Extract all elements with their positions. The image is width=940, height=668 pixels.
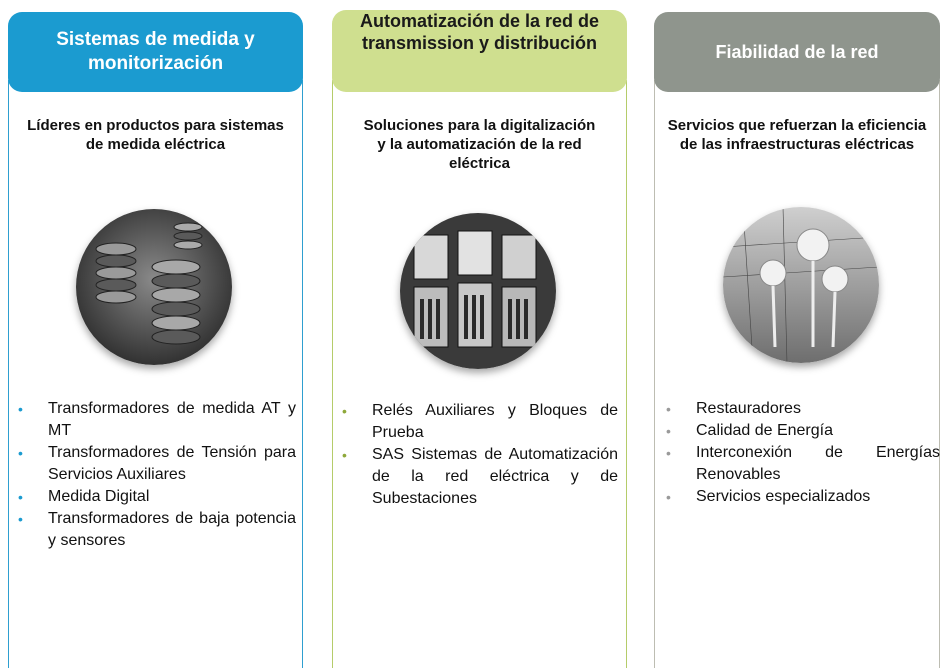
column-metering: Sistemas de medida y monitorización Líde… [8, 0, 303, 668]
feature-list: • Restauradores • Calidad de Energía • Inte… [662, 398, 940, 508]
column-header-title: Sistemas de medida y monitorización [56, 29, 255, 74]
list-item-text: Transformadores de baja potencia y senso… [48, 510, 296, 549]
relay-modules-photo-icon [400, 213, 556, 369]
column-panel [332, 80, 627, 668]
column-automation: Automatización de la red de transmission… [332, 0, 627, 668]
bullet-icon: • [666, 489, 671, 505]
list-item: • Restauradores [662, 398, 940, 420]
column-subtitle: Soluciones para la digitalización y la a… [332, 116, 627, 173]
column-reliability: Fiabilidad de la red Servicios que refue… [654, 0, 940, 668]
column-subtitle: Líderes en productos para sistemas de me… [8, 116, 303, 154]
list-item-text: Transformadores de Tensión para Servicio… [48, 444, 296, 483]
bullet-icon: • [666, 445, 671, 461]
list-item-text: Interconexión de Energías Renovables [696, 444, 940, 483]
list-item: • Transformadores de medida AT y MT [14, 398, 296, 442]
bullet-icon: • [18, 401, 23, 417]
list-item-text: Restauradores [696, 400, 801, 417]
bullet-icon: • [342, 403, 347, 419]
list-item: • Calidad de Energía [662, 420, 940, 442]
column-header-title: Fiabilidad de la red [715, 42, 879, 62]
list-item: • Relés Auxiliares y Bloques de Prueba [338, 400, 618, 444]
list-item-text: Calidad de Energía [696, 422, 833, 439]
column-header-title: Automatización de la red de transmission… [359, 11, 600, 53]
feature-list: • Relés Auxiliares y Bloques de Prueba • S… [338, 400, 618, 510]
list-item-text: Medida Digital [48, 488, 150, 505]
column-panel [654, 80, 940, 668]
column-panel [8, 80, 303, 668]
column-header: Automatización de la red de transmission… [332, 10, 627, 92]
list-item-text: SAS Sistemas de Automatización de la red… [372, 446, 618, 507]
list-item: • Transformadores de Tensión para Servici… [14, 442, 296, 486]
bullet-icon: • [666, 423, 671, 439]
column-subtitle: Servicios que refuerzan la eficiencia de… [654, 116, 940, 154]
high-voltage-lab-photo-icon [723, 207, 879, 363]
column-header: Fiabilidad de la red [654, 12, 940, 92]
bullet-icon: • [18, 489, 23, 505]
insulator-photo-icon [76, 209, 232, 365]
list-item: • Transformadores de baja potencia y sens… [14, 508, 296, 552]
list-item: • Medida Digital [14, 486, 296, 508]
column-subtitle-text: Soluciones para la digitalización y la a… [363, 117, 596, 172]
list-item-text: Servicios especializados [696, 488, 871, 505]
bullet-icon: • [18, 511, 23, 527]
bullet-icon: • [342, 447, 347, 463]
list-item-text: Transformadores de medida AT y MT [48, 400, 296, 439]
list-item: • SAS Sistemas de Automatización de la re… [338, 444, 618, 510]
column-subtitle-text: Servicios que refuerzan la eficiencia de… [667, 117, 927, 153]
column-subtitle-text: Líderes en productos para sistemas de me… [27, 117, 284, 153]
list-item-text: Relés Auxiliares y Bloques de Prueba [372, 402, 618, 441]
bullet-icon: • [18, 445, 23, 461]
bullet-icon: • [666, 401, 671, 417]
feature-list: • Transformadores de medida AT y MT • Tran… [14, 398, 296, 552]
list-item: • Servicios especializados [662, 486, 940, 508]
list-item: • Interconexión de Energías Renovables [662, 442, 940, 486]
column-header: Sistemas de medida y monitorización [8, 12, 303, 92]
